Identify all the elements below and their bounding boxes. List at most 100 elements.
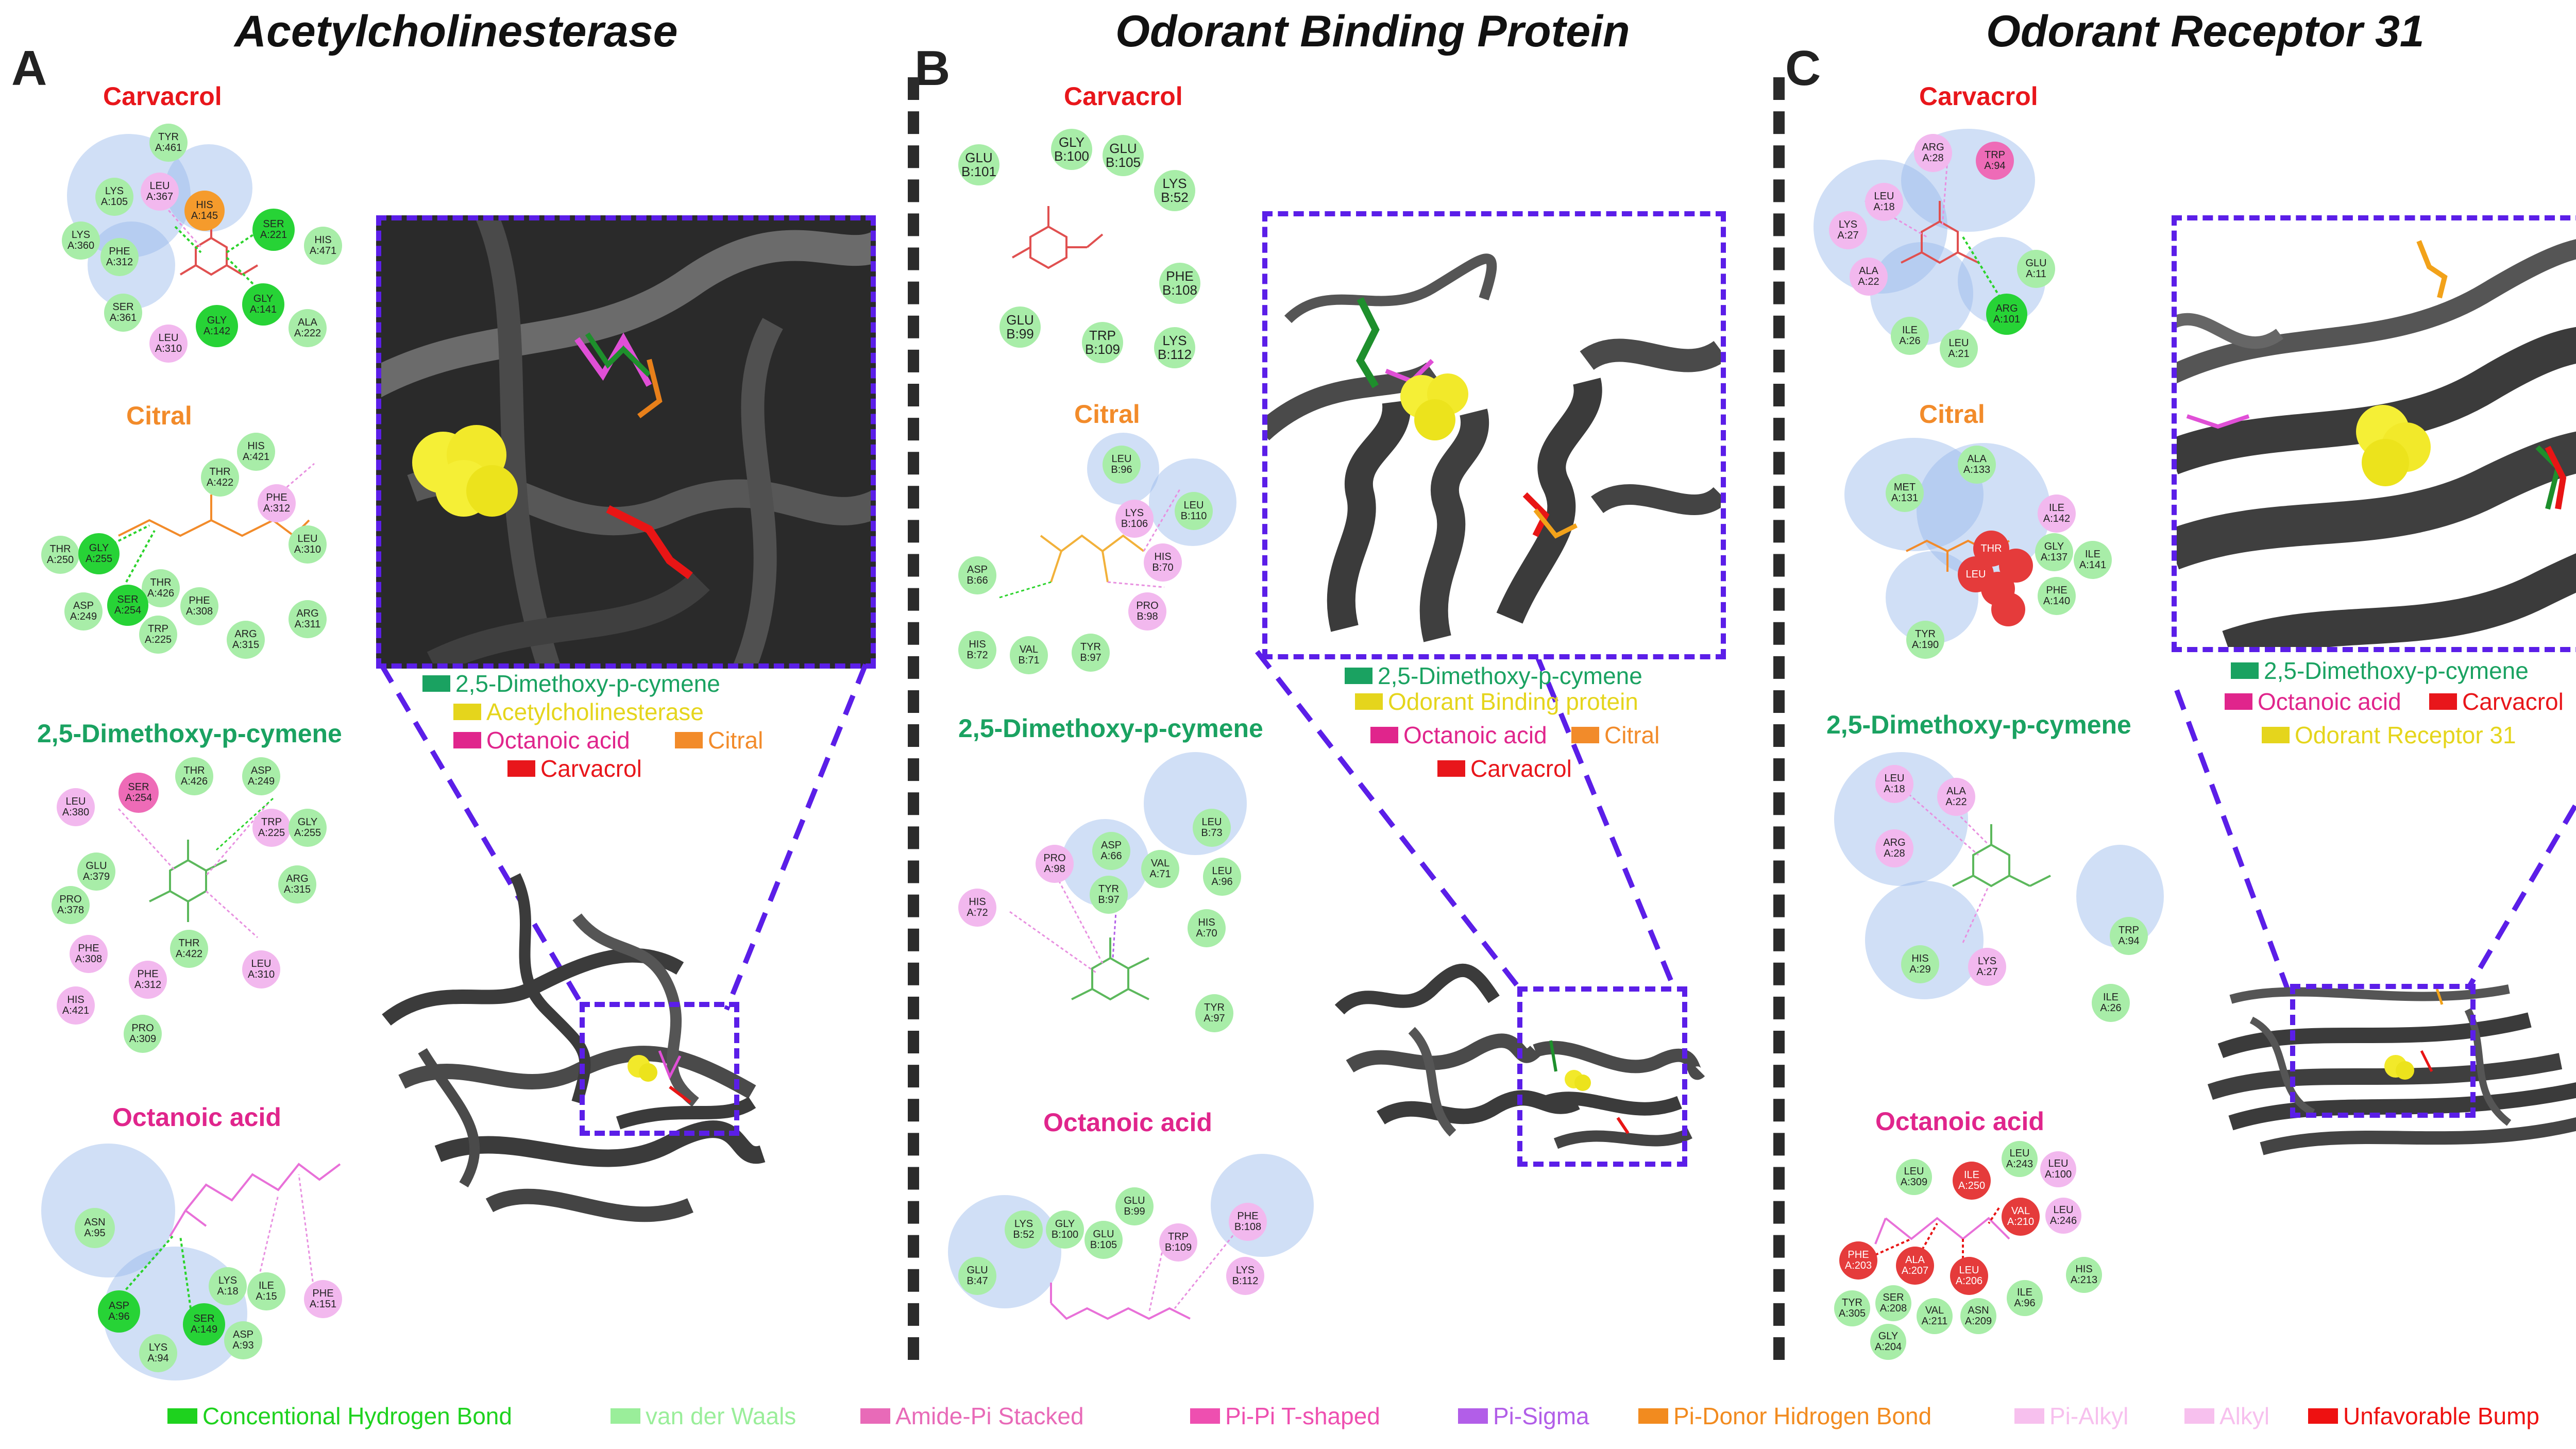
a-zoom-view [376, 215, 876, 669]
a-dmc-title: 2,5-Dimethoxy-p-cymene [37, 719, 342, 748]
c-citral-title: Citral [1919, 400, 1985, 429]
legend-item-unfavorable-bump: Unfavorable Bump [2308, 1402, 2539, 1430]
panel-c-title: Odorant Receptor 31 [1986, 7, 2425, 56]
c-zoom-structure [2177, 239, 2576, 647]
b-dmc-title: 2,5-Dimethoxy-p-cymene [958, 714, 1263, 743]
legend-item-pi-donor: Pi-Donor Hidrogen Bond [1638, 1402, 1931, 1430]
b-key-dmc: 2,5-Dimethoxy-p-cymene [1345, 662, 1642, 690]
c-dmc-structure [1895, 782, 2051, 943]
legend-item-van-der-waals: van der Waals [611, 1402, 796, 1430]
panel-c-letter: C [1785, 41, 1821, 96]
legend-item-pi-sigma: Pi-Sigma [1458, 1402, 1589, 1430]
residue-node [1991, 592, 2025, 626]
a-key-citral: Citral [675, 726, 763, 754]
a-octanoic-structure [117, 1163, 341, 1309]
b-carvacrol-title: Carvacrol [1064, 82, 1183, 111]
c-key-dmc: 2,5-Dimethoxy-p-cymene [2231, 657, 2529, 685]
panel-a-title: Acetylcholinesterase [234, 7, 678, 56]
b-citral-title: Citral [1074, 400, 1140, 429]
b-zoom-view [1262, 211, 1726, 659]
c-zoom-view [2172, 215, 2576, 652]
legend-item-amide-pi-stacked: Amide-Pi Stacked [860, 1402, 1084, 1430]
c-dmc-title: 2,5-Dimethoxy-p-cymene [1826, 710, 2131, 739]
a-protein-structure [382, 873, 766, 1222]
a-zoom-structure [381, 220, 871, 663]
b-key-carvacrol: Carvacrol [1437, 755, 1572, 782]
a-carvacrol-title: Carvacrol [103, 82, 222, 111]
c-octanoic-title: Octanoic acid [1875, 1107, 2044, 1136]
